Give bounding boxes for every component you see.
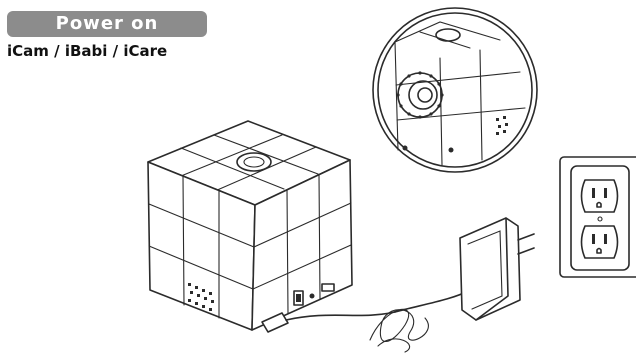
wall-outlet-icon xyxy=(560,157,636,277)
zoom-detail-icon xyxy=(373,8,537,172)
power-adapter-icon xyxy=(460,218,534,320)
cube-camera-icon xyxy=(148,121,352,332)
